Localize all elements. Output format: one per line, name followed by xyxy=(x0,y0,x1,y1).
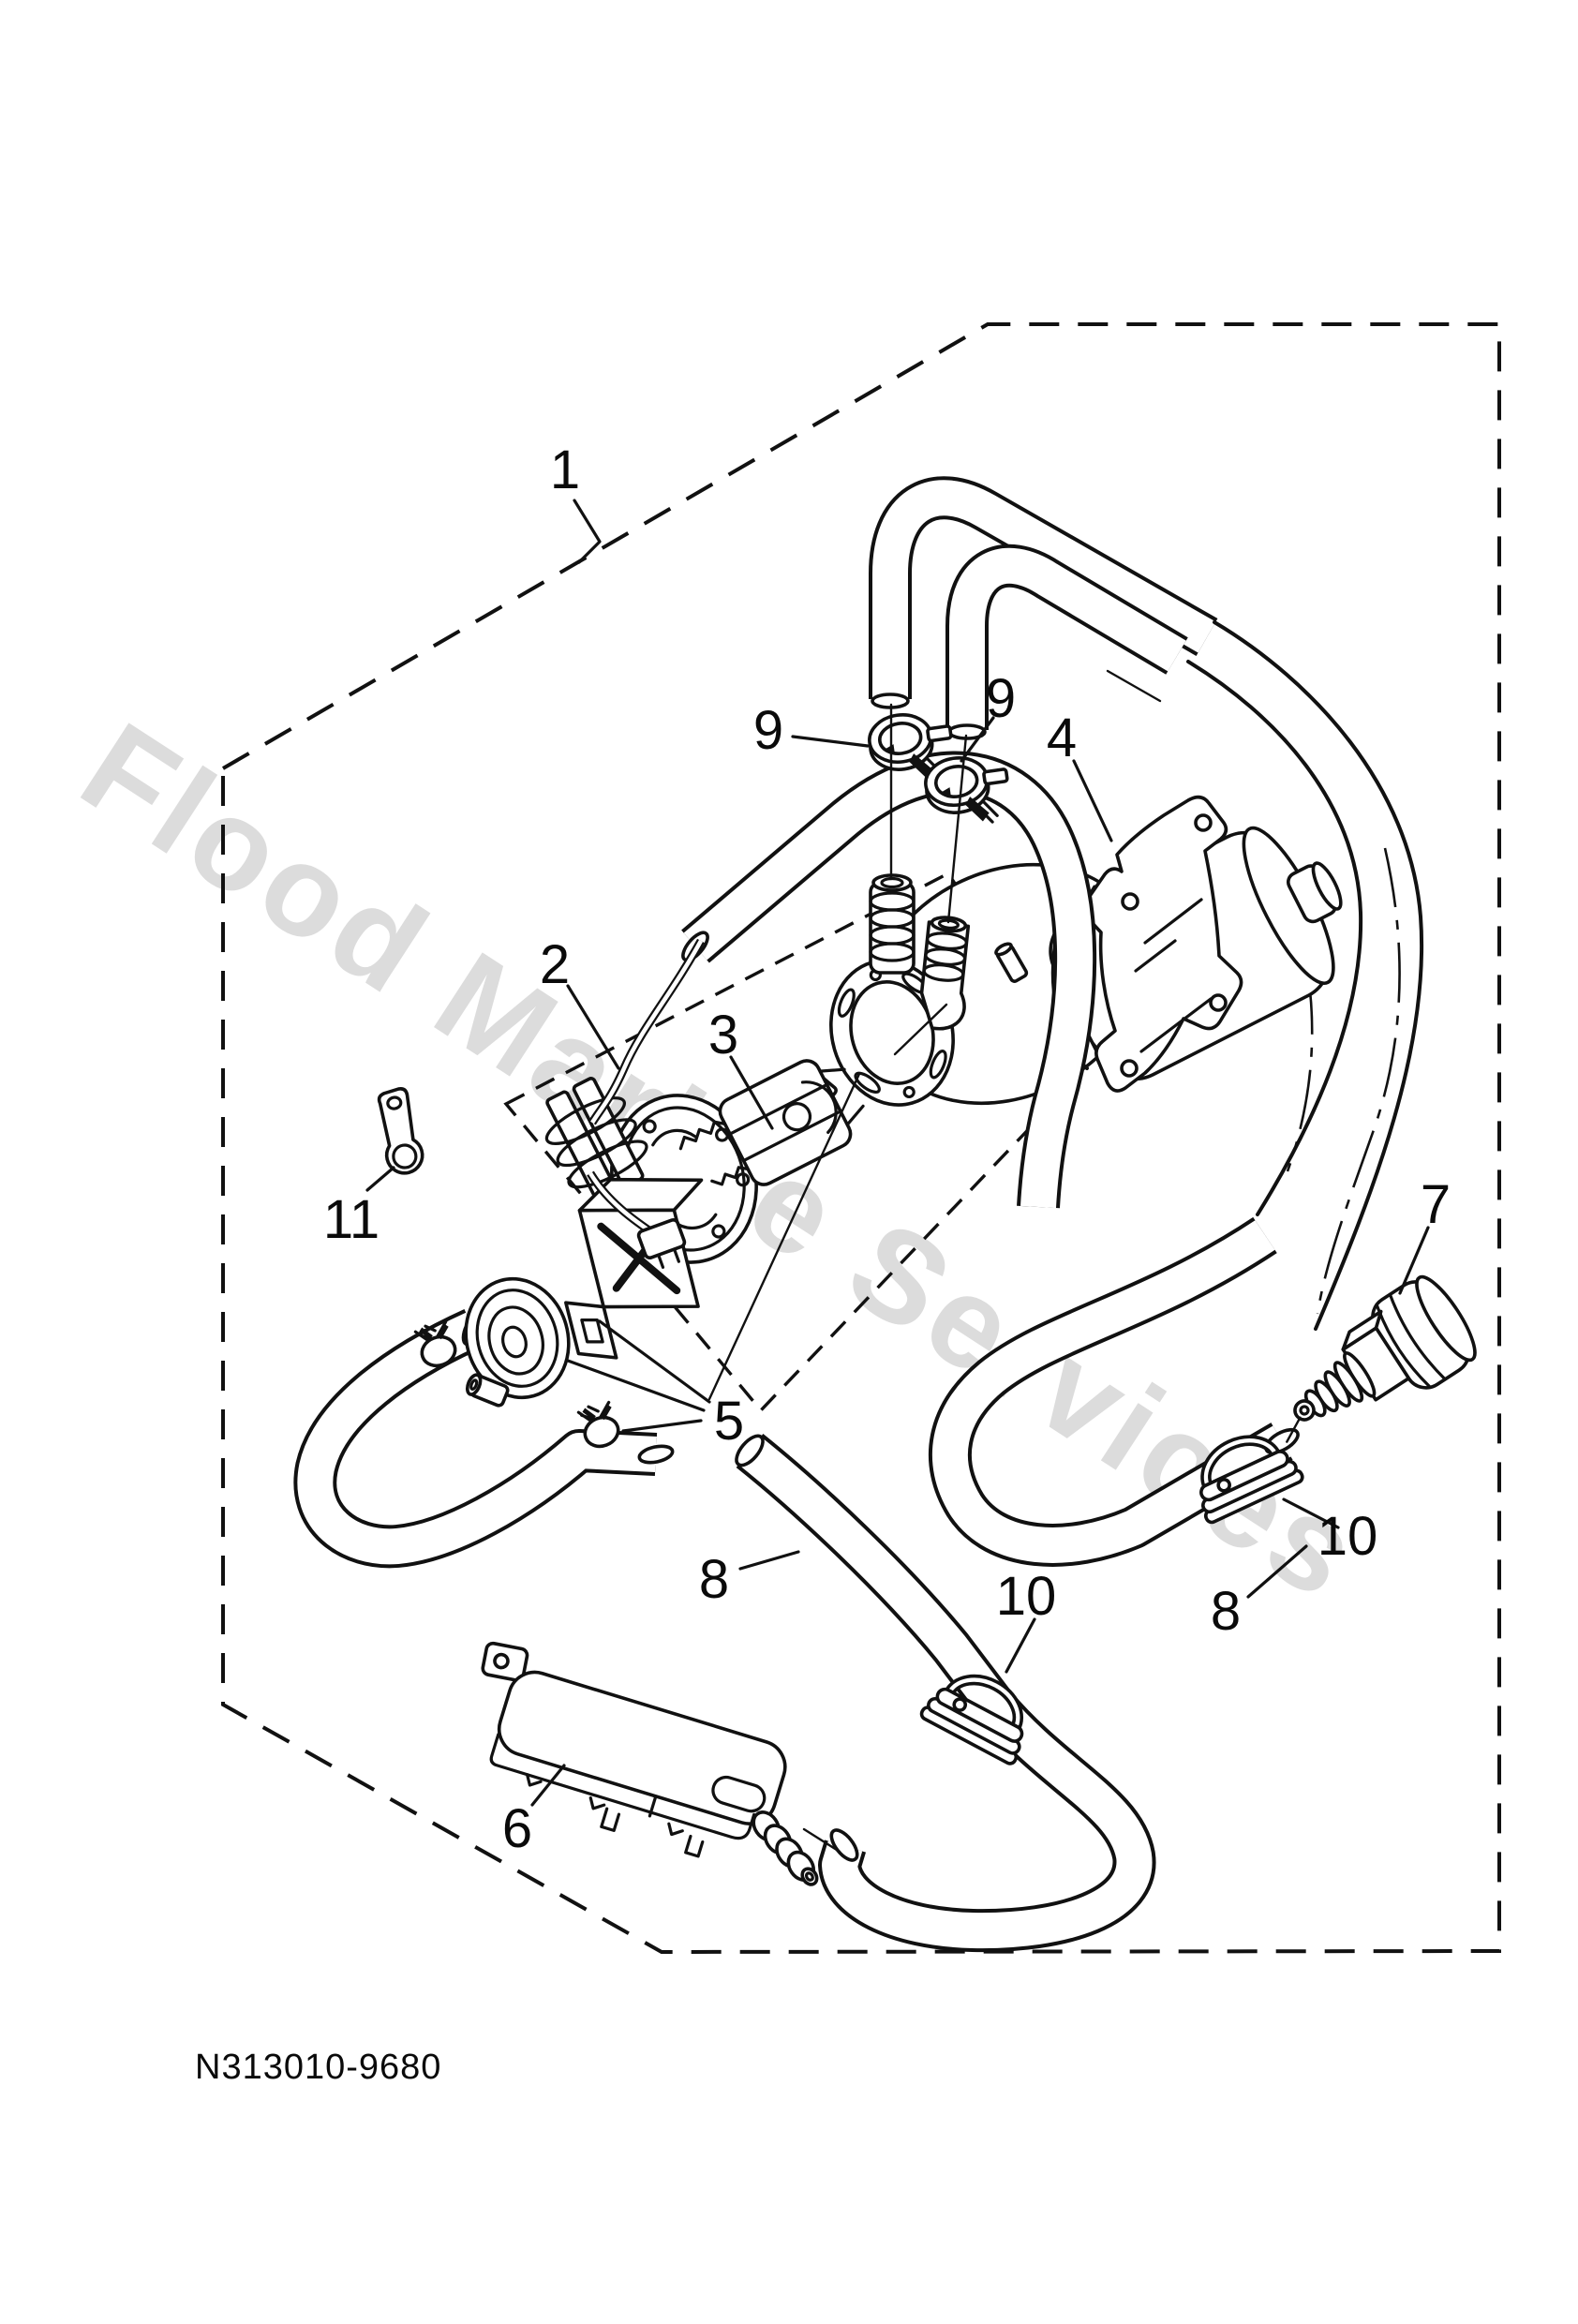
bracket-clamp-10-right xyxy=(1199,1435,1304,1525)
bracket-hole xyxy=(1120,1059,1139,1078)
bracket-hole xyxy=(1209,993,1228,1012)
spring-clamp-a xyxy=(413,1319,457,1368)
wire-terminal xyxy=(636,1217,687,1269)
callout-6: 6 xyxy=(502,1798,532,1859)
part-number: N313010-9680 xyxy=(195,2048,441,2087)
hose-end-cap xyxy=(735,1434,765,1467)
callout-11: 11 xyxy=(323,1189,380,1250)
callout-9-left: 9 xyxy=(753,700,783,761)
hose-sweep-outer xyxy=(1213,620,1424,1331)
callout-3: 3 xyxy=(708,1005,738,1065)
callout-10-mid: 10 xyxy=(996,1566,1057,1627)
callout-8-right: 8 xyxy=(1211,1581,1241,1642)
hose-break-line xyxy=(1106,669,1162,703)
callout-5: 5 xyxy=(714,1391,744,1452)
pump-head-ring xyxy=(829,959,955,1107)
callout-2: 2 xyxy=(540,934,570,995)
leader-lines xyxy=(365,499,1430,1854)
barb-fitting-6 xyxy=(752,1810,819,1886)
motor-shaft-stub xyxy=(994,942,1029,983)
bracket-hole xyxy=(1194,813,1213,832)
callout-4: 4 xyxy=(1047,708,1077,768)
bracket-clamp-10-mid xyxy=(919,1674,1024,1765)
callout-9-right: 9 xyxy=(986,668,1016,729)
bracket-accent-lines xyxy=(1134,898,1213,1053)
pump-barb-left xyxy=(869,873,916,975)
bracket-hole xyxy=(1121,892,1139,911)
outer-boundary-dashed xyxy=(221,322,1501,1955)
hose-centerline-hint xyxy=(1316,847,1401,1315)
fuel-connector-7 xyxy=(1286,1274,1477,1443)
hose-clamp-9-left xyxy=(868,713,953,781)
callout-10-right: 10 xyxy=(1317,1506,1378,1567)
callout-1: 1 xyxy=(550,439,580,500)
hose-end-cap xyxy=(637,1444,675,1465)
hose-clamp-9-right xyxy=(924,756,1009,824)
controller-box-6 xyxy=(481,1641,819,1886)
callout-7: 7 xyxy=(1421,1174,1451,1235)
cable-clip-11 xyxy=(377,1087,424,1175)
callout-8-left: 8 xyxy=(699,1549,729,1610)
motor-bracket-plate xyxy=(1082,795,1243,1093)
hose-sweep-inner xyxy=(1186,660,1363,1216)
pressure-regulator xyxy=(464,1276,571,1408)
spring-clamp-b xyxy=(576,1400,620,1449)
